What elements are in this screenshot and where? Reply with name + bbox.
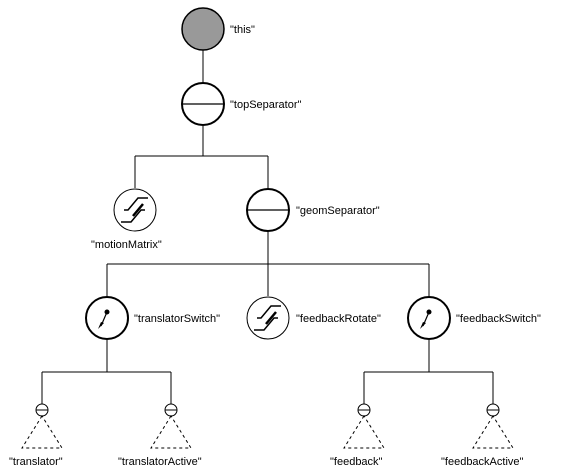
node-this: "this" — [181, 7, 255, 51]
node-feedback-active: "feedbackActive" — [441, 403, 524, 468]
switch-icon — [85, 296, 129, 340]
dashed-triangle-icon — [343, 403, 385, 449]
connector-lines — [41, 50, 494, 404]
node-translator-switch: "translatorSwitch" — [85, 296, 220, 340]
switch-icon — [407, 296, 451, 340]
transform-icon — [246, 296, 290, 340]
node-translator-active: "translatorActive" — [118, 403, 202, 468]
separator-icon — [246, 188, 290, 232]
node-translator-switch-label: "translatorSwitch" — [134, 313, 220, 325]
node-this-label: "this" — [230, 24, 255, 36]
node-feedback-switch-label: "feedbackSwitch" — [456, 313, 541, 325]
node-feedback-active-label: "feedbackActive" — [441, 456, 524, 468]
node-motion-matrix-label: "motionMatrix" — [91, 239, 162, 251]
node-geom-separator: "geomSeparator" — [246, 188, 380, 232]
node-feedback-rotate-label: "feedbackRotate" — [296, 313, 381, 325]
node-feedback-label: "feedback" — [330, 456, 383, 468]
node-translator-label: "translator" — [9, 456, 63, 468]
node-motion-matrix: "motionMatrix" — [91, 188, 162, 251]
node-feedback-switch: "feedbackSwitch" — [407, 296, 541, 340]
transform-icon — [113, 188, 157, 232]
node-feedback-rotate: "feedbackRotate" — [246, 296, 381, 340]
node-feedback: "feedback" — [330, 403, 385, 468]
node-translator: "translator" — [9, 403, 63, 468]
node-geom-separator-label: "geomSeparator" — [296, 205, 380, 217]
filled-circle-icon — [181, 7, 225, 51]
dashed-triangle-icon — [150, 403, 192, 449]
node-top-separator-label: "topSeparator" — [230, 99, 302, 111]
dashed-triangle-icon — [472, 403, 514, 449]
node-top-separator: "topSeparator" — [181, 82, 302, 126]
node-translator-active-label: "translatorActive" — [118, 456, 202, 468]
separator-icon — [181, 82, 225, 126]
dashed-triangle-icon — [21, 403, 63, 449]
